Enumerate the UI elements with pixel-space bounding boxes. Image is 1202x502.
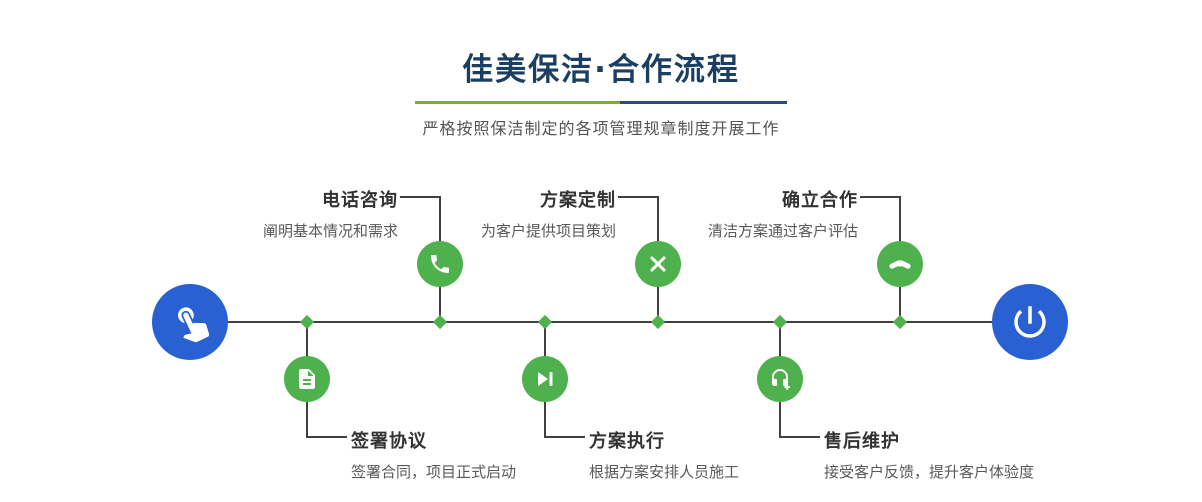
step-description: 签署合同，项目正式启动 [351,463,517,481]
step-text: 签署协议 签署合同，项目正式启动 [351,427,631,482]
timeline-marker [537,314,553,330]
timeline-marker [432,314,448,330]
power-icon [1014,306,1046,338]
page-title: 佳美保洁·合作流程 [462,52,740,88]
step-icon-circle [522,356,568,402]
connector-line [400,196,440,198]
step-label: 确立合作 [782,190,858,211]
hand-pointer-icon [178,307,210,343]
step-label: 签署协议 [351,431,427,452]
connector-line [899,196,901,242]
connector-line [780,436,820,438]
divider-green-segment [415,101,620,104]
pencil-ruler-icon [650,256,666,272]
play-step-icon [538,372,553,386]
connector-line [307,436,347,438]
step-description: 接受客户反馈，提升客户体验度 [824,463,1035,481]
step-text: 售后维护 接受客户反馈，提升客户体验度 [824,427,1104,482]
step-label: 电话咨询 [322,190,398,211]
connector-line [306,322,308,358]
step-icon-circle [284,356,330,402]
step-text: 确立合作 清洁方案通过客户评估 [638,186,858,241]
timeline-end-node [992,284,1068,360]
timeline-marker [650,314,666,330]
divider-blue-segment [619,101,787,104]
step-description: 阐明基本情况和需求 [262,222,398,240]
step-description: 为客户提供项目策划 [480,222,616,240]
timeline-marker [299,314,315,330]
phone-icon [431,255,449,273]
connector-line [544,322,546,358]
handshake-icon [889,260,911,269]
page-header: 佳美保洁·合作流程 严格按照保洁制定的各项管理规章制度开展工作 [0,44,1202,139]
step-text: 电话咨询 阐明基本情况和需求 [178,186,398,241]
connector-line [779,322,781,358]
connector-line [545,436,585,438]
step-label: 方案定制 [540,190,616,211]
timeline-start-node [152,284,228,360]
step-label: 方案执行 [589,431,665,452]
timeline-line [190,321,1030,323]
step-text: 方案定制 为客户提供项目策划 [396,186,616,241]
step-icon-circle [635,241,681,287]
connector-line [544,400,546,438]
step-text: 方案执行 根据方案安排人员施工 [589,427,869,482]
timeline-marker [892,314,908,330]
step-description: 清洁方案通过客户评估 [707,222,858,240]
step-label: 售后维护 [824,431,900,452]
connector-line [439,196,441,242]
connector-line [860,196,900,198]
connector-line [306,400,308,438]
title-divider [415,101,787,104]
step-icon-circle [757,356,803,402]
connector-line [657,196,659,242]
step-description: 根据方案安排人员施工 [589,463,740,481]
connector-line [779,400,781,438]
connector-line [899,285,901,323]
connector-line [439,285,441,323]
page-subtitle: 严格按照保洁制定的各项管理规章制度开展工作 [422,119,780,138]
connector-line [618,196,658,198]
timeline-marker [772,314,788,330]
step-icon-circle [417,241,463,287]
headset-icon [772,369,791,391]
connector-line [657,285,659,323]
step-icon-circle [877,241,923,287]
document-icon [299,369,315,389]
